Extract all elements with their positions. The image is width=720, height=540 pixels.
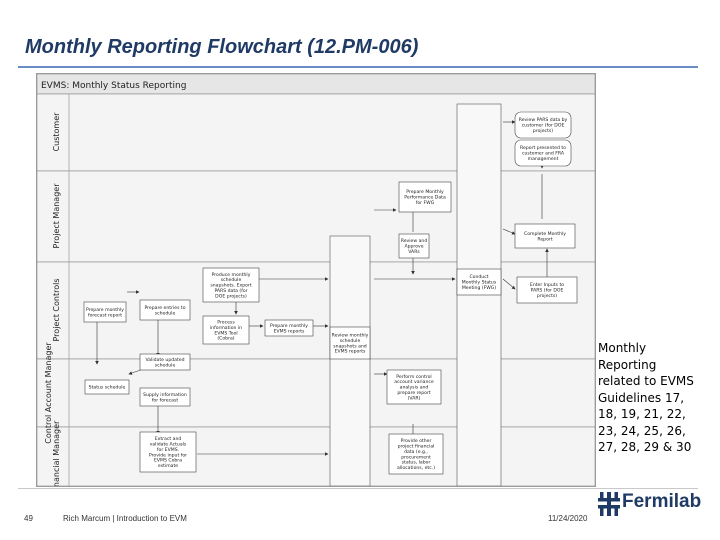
diagram-header: EVMS: Monthly Status Reporting <box>41 81 186 91</box>
lane-label-project-controls: Project Controls <box>52 279 61 342</box>
flowchart-svg: EVMS: Monthly Status Reporting Customer … <box>36 73 596 493</box>
footer-author: Rich Marcum | Introduction to EVM <box>63 514 187 523</box>
process-bar-middle <box>329 235 371 487</box>
slide-title: Monthly Reporting Flowchart (12.PM-006) <box>25 36 419 58</box>
connectors <box>95 120 549 456</box>
fermilab-logo: Fermilab <box>598 490 708 516</box>
guidelines-note: Monthly Reporting related to EVMS Guidel… <box>598 341 694 454</box>
footer-divider <box>18 488 698 489</box>
title-divider <box>18 66 698 68</box>
flowchart-diagram: EVMS: Monthly Status Reporting Customer … <box>36 73 596 493</box>
swimlanes <box>36 93 596 487</box>
lane-project-controls <box>36 261 596 360</box>
flow-box-text: Status schedule <box>89 385 126 391</box>
footer-date: 11/24/2020 <box>548 514 588 523</box>
flow-box-status-schedule: Status schedule <box>84 379 130 395</box>
lane-control-account-manager <box>36 358 596 428</box>
fermilab-mark-icon <box>598 492 620 516</box>
page-number: 49 <box>24 514 33 523</box>
lane-label-financial-manager: Financial Manager <box>52 420 61 486</box>
lane-label-control-account-manager: Control Account Manager <box>44 342 53 444</box>
lane-label-project-manager: Project Manager <box>52 183 61 249</box>
lane-project-manager <box>36 170 596 263</box>
lane-customer <box>36 93 596 172</box>
lane-financial-manager <box>36 426 596 487</box>
lane-label-customer: Customer <box>52 112 61 152</box>
logo-text: Fermilab <box>622 491 702 512</box>
